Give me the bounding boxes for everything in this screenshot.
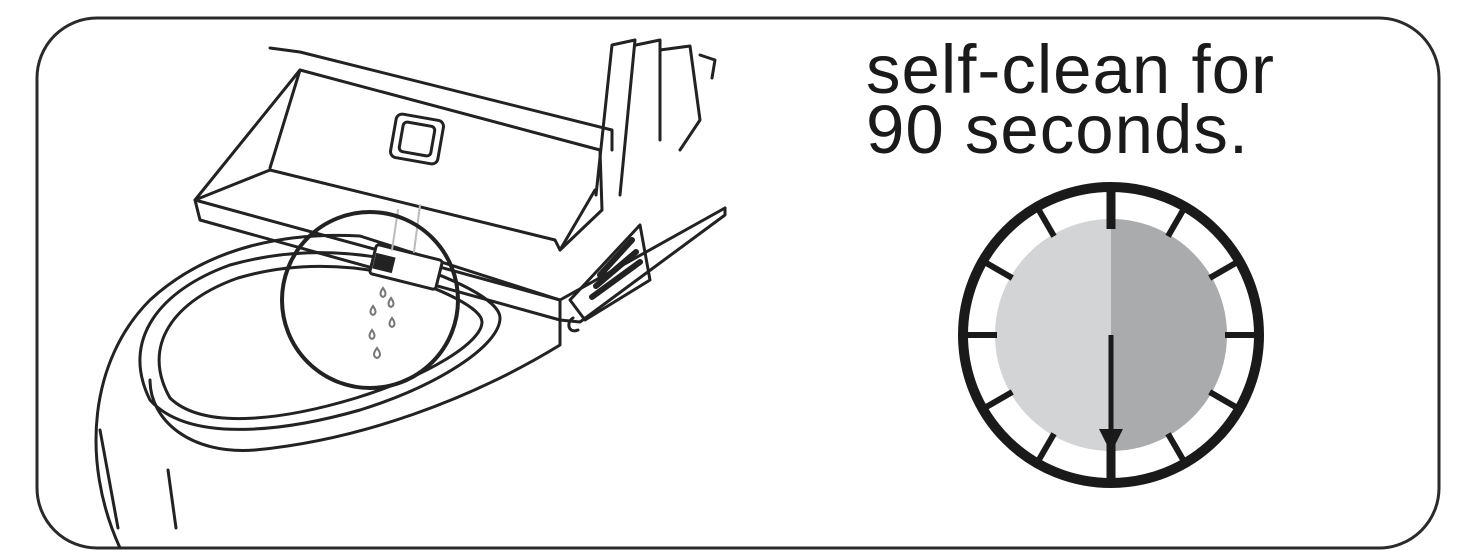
- seat-base-top: [193, 198, 727, 302]
- lid-front-face: [268, 68, 597, 252]
- bowl-pedestal: [98, 428, 178, 530]
- hinge-posts: [594, 38, 717, 197]
- water-droplet: [387, 296, 395, 309]
- timer-tick: [981, 389, 1014, 412]
- bowl-inner-opening: [138, 251, 502, 431]
- seat-latch: [567, 316, 580, 333]
- timer-tick: [1165, 432, 1188, 465]
- nozzle-track: [391, 204, 421, 253]
- water-droplet: [388, 316, 396, 329]
- timer-tick: [1034, 432, 1057, 465]
- lid-top-edge: [268, 46, 614, 152]
- water-droplet: [379, 286, 387, 299]
- timer-hand-arrowhead: [1099, 429, 1123, 453]
- water-droplet: [369, 304, 377, 317]
- nozzle-head: [372, 252, 396, 274]
- lid-button-outer: [388, 112, 446, 166]
- bowl-outer-rim: [94, 233, 562, 550]
- lid-body: [193, 68, 604, 252]
- side-control-panel: [568, 223, 652, 322]
- timer-tick: [981, 258, 1014, 281]
- zoom-highlight-circle: [280, 210, 460, 390]
- timer-remaining-sector: [994, 219, 1111, 451]
- timer-tick: [1208, 389, 1241, 412]
- lid-button-inner: [397, 120, 437, 158]
- timer-tick: [1165, 205, 1188, 238]
- water-droplet-icon: [368, 286, 396, 360]
- timer-tick: [1208, 258, 1241, 281]
- water-droplet: [368, 328, 376, 341]
- timer-tick: [1034, 205, 1057, 238]
- water-droplet: [373, 346, 381, 360]
- stopwatch-timer-icon: [958, 182, 1264, 488]
- caption-line-1: self-clean for: [866, 31, 1275, 108]
- timer-elapsed-sector: [1111, 219, 1227, 451]
- side-control-buttons: [589, 237, 643, 300]
- toilet-seat-self-clean-nozzle-illustration: [94, 38, 727, 550]
- caption-line-2: 90 seconds.: [866, 91, 1250, 168]
- panel-frame: [35, 16, 1441, 550]
- instruction-caption: self-clean for 90 seconds.: [866, 31, 1426, 168]
